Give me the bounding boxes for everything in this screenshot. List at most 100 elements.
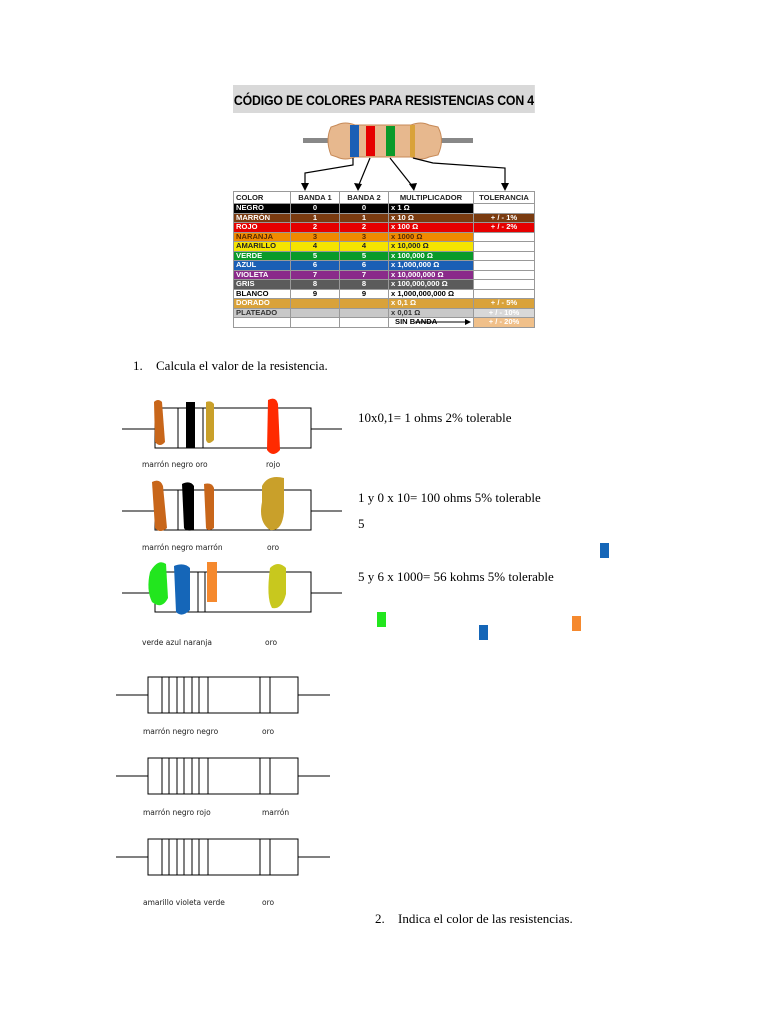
color-swatch-green (377, 612, 386, 627)
question-text: Indica el color de las resistencias. (398, 911, 573, 926)
cell-b1: 0 (290, 203, 340, 214)
cell-tol: + / - 20% (473, 317, 535, 328)
resistor-exercises (116, 398, 342, 876)
cell-b2 (339, 298, 389, 309)
chart-title: CÓDIGO DE COLORES PARA RESISTENCIAS CON … (233, 85, 535, 138)
cell-b1: 6 (290, 260, 340, 271)
cell-color: AZUL (233, 260, 291, 271)
resistor-4-tolerance-label: oro (262, 727, 275, 736)
band-orange (207, 562, 217, 602)
resistor-5-tolerance-label: marrón (262, 808, 290, 817)
question-text: Calcula el valor de la resistencia. (156, 358, 328, 373)
cell-b2: 8 (339, 279, 389, 290)
cell-color: NARANJA (233, 231, 291, 242)
cell-b1: 4 (290, 241, 340, 252)
cell-tol: + / - 2% (473, 222, 535, 233)
cell-tol (473, 231, 535, 242)
band-black (182, 482, 194, 531)
cell-color: NEGRO (233, 203, 291, 214)
color-row: DORADO x 0,1 Ω+ / - 5% (233, 298, 535, 309)
color-swatch-orange (572, 616, 581, 631)
question-1: 1. Calcula el valor de la resistencia. (133, 358, 328, 374)
band-red (366, 126, 375, 156)
cell-mult: x 0,1 Ω (388, 298, 474, 309)
band-brown (154, 400, 165, 445)
cell-mult: x 1 Ω (388, 203, 474, 214)
cell-b1 (290, 298, 340, 309)
question-number: 1. (133, 358, 143, 373)
cell-b2: 3 (339, 231, 389, 242)
band-black (186, 402, 195, 448)
band-green (148, 562, 168, 606)
resistor-1-tolerance-label: rojo (266, 460, 281, 469)
cell-b2: 4 (339, 241, 389, 252)
cell-b1 (290, 317, 340, 328)
color-swatch-blue (600, 543, 609, 558)
resistor-1 (122, 398, 342, 454)
band-blue (350, 125, 359, 157)
cell-mult: x 100,000 Ω (388, 250, 474, 261)
cell-b2: 2 (339, 222, 389, 233)
cell-b1: 5 (290, 250, 340, 261)
question-number: 2. (375, 911, 385, 926)
cell-tol: + / - 5% (473, 298, 535, 309)
resistor-4 (116, 676, 330, 714)
cell-color: VIOLETA (233, 269, 291, 280)
resistor-3-tolerance-label: oro (265, 638, 278, 647)
arrows (304, 157, 506, 188)
cell-b1: 9 (290, 288, 340, 299)
resistor-1-bands-label: marrón negro oro (142, 460, 208, 469)
cell-tol (473, 250, 535, 261)
resistor-5-bands-label: marrón negro rojo (143, 808, 211, 817)
cell-tol (473, 241, 535, 252)
header-multiplier: MULTIPLICADOR (388, 191, 474, 204)
band-red (267, 398, 280, 454)
resistor-5 (116, 757, 330, 795)
cell-b2: 9 (339, 288, 389, 299)
resistor-6-bands-label: amarillo violeta verde (143, 898, 225, 907)
resistor-3 (122, 562, 342, 615)
cell-tol (473, 260, 535, 271)
band-gold (410, 125, 415, 157)
band-blue (174, 564, 190, 615)
cell-color: VERDE (233, 250, 291, 261)
cell-b1: 8 (290, 279, 340, 290)
cell-mult: x 1,000,000,000 Ω (388, 288, 474, 299)
resistor-3-bands-label: verde azul naranja (142, 638, 212, 647)
cell-mult: x 10 Ω (388, 212, 474, 223)
answer-2-note: 5 (358, 516, 365, 531)
resistor-6 (116, 838, 330, 876)
cell-b1: 1 (290, 212, 340, 223)
resistor-2-bands-label: marrón negro marrón (142, 543, 223, 552)
cell-b2: 7 (339, 269, 389, 280)
color-row: SIN BANDA+ / - 20% (233, 317, 535, 328)
cell-b2: 6 (339, 260, 389, 271)
cell-b2 (339, 307, 389, 318)
answer-3: 5 y 6 x 1000= 56 kohms 5% tolerable (358, 569, 554, 584)
cell-mult: x 10,000,000 Ω (388, 269, 474, 280)
cell-color (233, 317, 291, 328)
band-brown (152, 480, 167, 531)
cell-color: PLATEADO (233, 307, 291, 318)
cell-b1 (290, 307, 340, 318)
resistor-diagram (301, 122, 509, 191)
cell-b1: 7 (290, 269, 340, 280)
cell-color: DORADO (233, 298, 291, 309)
cell-mult: x 100,000,000 Ω (388, 279, 474, 290)
header-color: COLOR (233, 191, 291, 204)
cell-mult: x 1000 Ω (388, 231, 474, 242)
resistor-4-bands-label: marrón negro negro (143, 727, 219, 736)
cell-color: MARRÓN (233, 212, 291, 223)
cell-mult: x 100 Ω (388, 222, 474, 233)
band-brown-2 (204, 483, 214, 530)
resistor-2 (122, 477, 342, 531)
